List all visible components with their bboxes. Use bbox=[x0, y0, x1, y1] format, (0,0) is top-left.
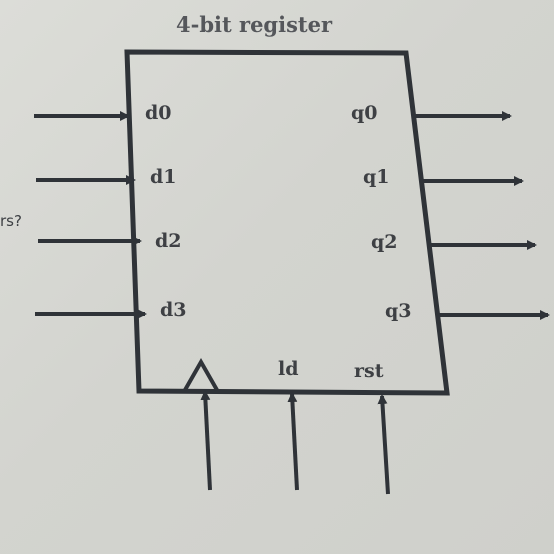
output-label-q1: q1 bbox=[363, 166, 390, 188]
output-label-q3: q3 bbox=[385, 300, 412, 322]
output-label-q2: q2 bbox=[371, 231, 398, 253]
rst-label: rst bbox=[354, 360, 384, 382]
clock-input-arrow bbox=[200, 390, 212, 491]
margin-note: rs? bbox=[0, 212, 22, 230]
input-arrows bbox=[34, 111, 147, 319]
ld-input-arrow bbox=[287, 392, 299, 491]
clock-triangle-icon bbox=[183, 357, 219, 391]
register-box bbox=[124, 49, 450, 396]
output-arrows bbox=[413, 111, 550, 320]
rst-input-arrow bbox=[377, 394, 390, 495]
ld-label: ld bbox=[278, 358, 299, 380]
diagram-title: 4-bit register bbox=[176, 12, 333, 37]
input-label-d2: d2 bbox=[155, 230, 182, 252]
input-label-d3: d3 bbox=[160, 299, 187, 321]
output-label-q0: q0 bbox=[351, 102, 378, 124]
input-label-d0: d0 bbox=[145, 102, 172, 124]
input-label-d1: d1 bbox=[150, 166, 177, 188]
bottom-input-arrows bbox=[200, 390, 390, 495]
